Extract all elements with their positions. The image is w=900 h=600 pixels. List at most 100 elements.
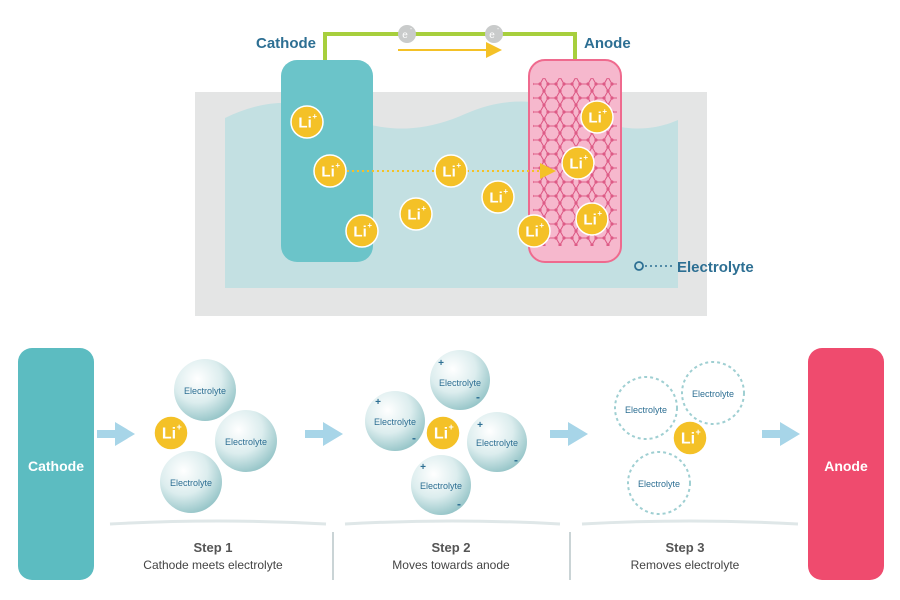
anode-panel-label: Anode — [824, 458, 868, 474]
electron-symbol: e — [489, 30, 495, 41]
lithium-ion-symbol: Li — [353, 223, 366, 240]
lithium-ion-symbol: Li — [407, 206, 420, 223]
lithium-ion-symbol: Li — [569, 155, 582, 172]
cell-diagram: e - e - Cathode Anode Li+Li+Li+Li+Li+Li+… — [195, 25, 754, 316]
lithium-ion-charge: + — [312, 112, 317, 121]
anode-panel — [808, 348, 884, 580]
lithium-ion-charge: + — [177, 422, 182, 432]
electrolyte-sphere-label: Electrolyte — [476, 438, 518, 448]
lithium-ion-symbol: Li — [588, 109, 601, 126]
lithium-ion-symbol: Li — [298, 114, 311, 131]
lithium-ion-charge: + — [503, 187, 508, 196]
electrolyte-sphere: Electrolyte — [160, 451, 222, 513]
lithium-ion-symbol: Li — [162, 426, 176, 443]
lithium-ion-charge: + — [602, 107, 607, 116]
lithium-ion: Li+ — [672, 420, 708, 456]
lithium-ion: Li+ — [481, 180, 515, 214]
flow-arrow-4 — [762, 422, 800, 446]
lithium-ion: Li+ — [517, 214, 551, 248]
electrolyte-sphere: Electrolyte + - — [365, 391, 425, 451]
electron-2: e - — [485, 25, 503, 43]
electrolyte-sphere: Electrolyte + - — [467, 412, 527, 472]
lithium-ion: Li+ — [345, 214, 379, 248]
step-lithium-ions: Li+Li+Li+ — [153, 415, 708, 456]
electrolyte-sphere-label: Electrolyte — [625, 405, 667, 415]
electrolyte-sphere-label: Electrolyte — [439, 378, 481, 388]
lithium-ion-charge: + — [367, 221, 372, 230]
lithium-ion: Li+ — [580, 100, 614, 134]
step-1-illustration: Electrolyte Electrolyte Electrolyte — [160, 359, 277, 513]
plus-sign: + — [477, 420, 483, 431]
electrolyte-sphere: Electrolyte + - — [411, 455, 471, 515]
step-3-illustration: Electrolyte Electrolyte Electrolyte — [614, 361, 745, 515]
electrolyte-label: Electrolyte — [677, 259, 754, 276]
lithium-ion-charge: + — [449, 422, 454, 432]
external-wire — [323, 32, 577, 62]
electron-charge: - — [410, 26, 413, 33]
lithium-ion-symbol: Li — [321, 163, 334, 180]
step-3-caption: Removes electrolyte — [631, 558, 740, 572]
minus-sign: - — [412, 431, 416, 445]
lithium-ion: Li+ — [561, 146, 595, 180]
electrolyte-sphere-label: Electrolyte — [420, 481, 462, 491]
flow-arrow-2 — [305, 422, 343, 446]
lithium-ion: Li+ — [153, 415, 189, 451]
lithium-ion: Li+ — [425, 415, 461, 451]
cathode-panel — [18, 348, 94, 580]
electrolyte-sphere: Electrolyte — [174, 359, 236, 421]
lithium-ion-symbol: Li — [525, 223, 538, 240]
step-2-title: Step 2 — [431, 540, 470, 555]
lithium-ion: Li+ — [290, 105, 324, 139]
released-electrolyte: Electrolyte — [681, 361, 745, 425]
step-baseline-2 — [344, 519, 561, 526]
electron-1: e - — [398, 25, 416, 43]
minus-sign: - — [476, 390, 480, 404]
plus-sign: + — [420, 462, 426, 473]
minus-sign: - — [457, 497, 461, 511]
lithium-ion: Li+ — [313, 154, 347, 188]
lithium-ion-charge: + — [456, 161, 461, 170]
lithium-ion: Li+ — [399, 197, 433, 231]
plus-sign: + — [375, 397, 381, 408]
step-2-caption: Moves towards anode — [392, 558, 510, 572]
electrolyte-sphere-label: Electrolyte — [692, 389, 734, 399]
step-1-title: Step 1 — [193, 540, 232, 555]
electrolyte-sphere: Electrolyte — [215, 410, 277, 472]
electrolyte-sphere-label: Electrolyte — [374, 417, 416, 427]
step-3-title: Step 3 — [665, 540, 704, 555]
cathode-label: Cathode — [256, 35, 316, 52]
lithium-ion-charge: + — [583, 153, 588, 162]
electrolyte-sphere-label: Electrolyte — [170, 478, 212, 488]
step-2-illustration: Electrolyte + - Electrolyte + - Electrol… — [365, 350, 527, 515]
electrolyte-pointer — [634, 261, 672, 271]
lithium-ion-charge: + — [539, 221, 544, 230]
electron-charge: - — [497, 26, 500, 33]
flow-arrow-1 — [97, 422, 135, 446]
lithium-ion-symbol: Li — [489, 189, 502, 206]
released-electrolyte: Electrolyte — [627, 451, 691, 515]
electrolyte-sphere: Electrolyte + - — [430, 350, 490, 410]
step-baseline-1 — [109, 519, 327, 526]
lithium-ion: Li+ — [575, 202, 609, 236]
lithium-ion-charge: + — [335, 161, 340, 170]
cathode-panel-label: Cathode — [28, 458, 84, 474]
step-1-caption: Cathode meets electrolyte — [143, 558, 283, 572]
step-baseline-3 — [581, 519, 799, 526]
lithium-ion-symbol: Li — [434, 426, 448, 443]
lithium-ion-charge: + — [597, 209, 602, 218]
lithium-ion-charge: + — [421, 204, 426, 213]
electrolyte-sphere-label: Electrolyte — [638, 479, 680, 489]
electron-symbol: e — [402, 30, 408, 41]
lithium-ion-symbol: Li — [583, 211, 596, 228]
released-electrolyte: Electrolyte — [614, 376, 678, 440]
flow-arrow-3 — [550, 422, 588, 446]
electrolyte-sphere-label: Electrolyte — [184, 386, 226, 396]
lithium-ion: Li+ — [434, 154, 468, 188]
lithium-ion-charge: + — [696, 427, 701, 437]
anode-label: Anode — [584, 35, 631, 52]
lithium-ion-symbol: Li — [442, 163, 455, 180]
lithium-ions: Li+Li+Li+Li+Li+Li+Li+Li+Li+Li+ — [290, 100, 614, 248]
plus-sign: + — [438, 358, 444, 369]
lithium-ion-symbol: Li — [681, 431, 695, 448]
minus-sign: - — [514, 453, 518, 467]
